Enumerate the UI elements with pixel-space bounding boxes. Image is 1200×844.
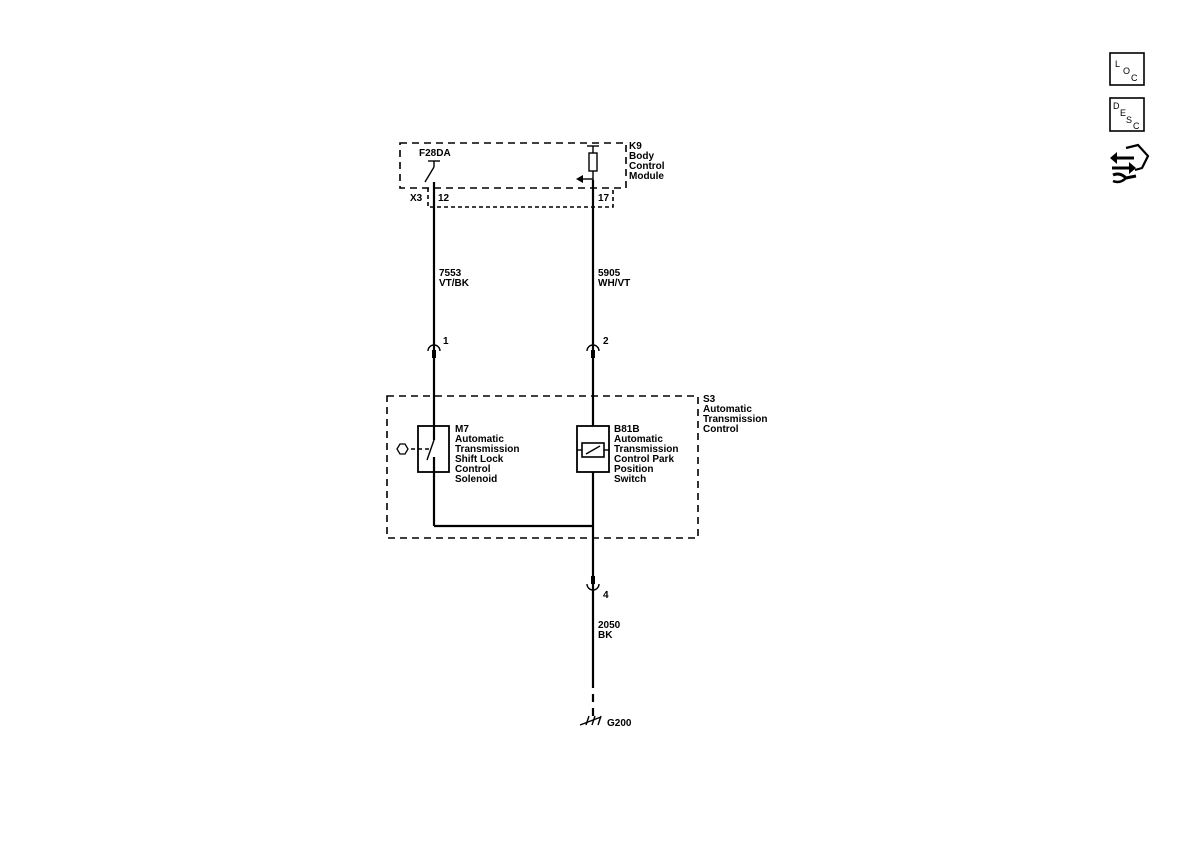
ground-id: G200: [607, 718, 632, 729]
k9-name-line: Module: [629, 171, 664, 182]
s3-name-line: Control: [703, 424, 739, 435]
wire-right-circuit: 5905: [598, 268, 621, 279]
wire-ground-color: BK: [598, 630, 613, 641]
wire-ground-circuit: 2050: [598, 620, 621, 631]
desc-letter: S: [1126, 115, 1132, 125]
b81b-id: B81B: [614, 424, 640, 435]
loc-letter: C: [1131, 73, 1138, 83]
m7-name-line: Solenoid: [455, 474, 497, 485]
bcm-input-symbol: [576, 145, 599, 183]
pin-1-label: 1: [443, 336, 449, 347]
loc-letter: L: [1115, 59, 1120, 69]
fuse-symbol: [424, 160, 440, 183]
desc-letter: C: [1133, 121, 1140, 131]
inline-connector-pin-2: [586, 344, 600, 358]
actuator-hex-icon: [396, 443, 409, 455]
connector-tool-icon[interactable]: [1110, 143, 1150, 184]
loc-button[interactable]: L O C: [1109, 52, 1145, 86]
desc-letter: E: [1120, 108, 1126, 118]
pin-12-label: 12: [438, 193, 450, 204]
desc-letter: D: [1113, 101, 1120, 111]
m7-solenoid-symbol: [396, 425, 450, 473]
desc-button[interactable]: D E S C: [1109, 97, 1145, 132]
connector-x3-label: X3: [410, 193, 423, 204]
s3-id: S3: [703, 394, 716, 405]
m7-name-line: Control: [455, 464, 491, 475]
b81b-switch-symbol: [576, 425, 610, 473]
ground-icon: [579, 715, 602, 726]
inline-connector-pin-1: [427, 344, 441, 358]
loc-letter: O: [1123, 66, 1130, 76]
m7-name-line: Automatic: [455, 434, 504, 445]
pin-4-label: 4: [603, 590, 609, 601]
s3-name-line: Transmission: [703, 414, 767, 425]
m7-name-line: Shift Lock: [455, 454, 504, 465]
b81b-name-line: Position: [614, 464, 653, 475]
pin-17-label: 17: [598, 193, 610, 204]
b81b-name-line: Switch: [614, 474, 646, 485]
wire-left-color: VT/BK: [439, 278, 470, 289]
k9-name-line: Control: [629, 161, 665, 172]
s3-assembly-boundary: [386, 395, 699, 539]
k9-id: K9: [629, 141, 642, 152]
m7-name-line: Transmission: [455, 444, 519, 455]
b81b-name-line: Transmission: [614, 444, 678, 455]
arrow-left-icon: [576, 175, 583, 183]
wire-right-color: WH/VT: [598, 278, 630, 289]
k9-name-line: Body: [629, 151, 654, 162]
b81b-name-line: Control Park: [614, 454, 674, 465]
wire-left-circuit: 7553: [439, 268, 462, 279]
inline-connector-pin-4: [586, 576, 600, 591]
m7-id: M7: [455, 424, 469, 435]
b81b-name-line: Automatic: [614, 434, 663, 445]
fuse-label: F28DA: [419, 148, 451, 159]
s3-name-line: Automatic: [703, 404, 752, 415]
k9-connector-boundary: [427, 188, 614, 208]
k9-module-boundary: [399, 142, 627, 189]
pin-2-label: 2: [603, 336, 609, 347]
